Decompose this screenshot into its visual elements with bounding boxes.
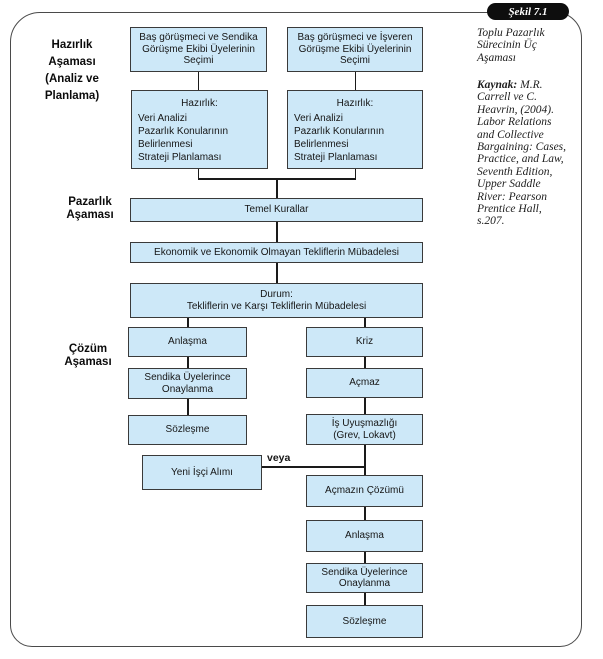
flow-node-onaylanma-2: Sendika Üyelerince Onaylanma (306, 563, 423, 593)
connector-line (354, 169, 357, 179)
flow-node-anlasma-1: Anlaşma (128, 327, 247, 357)
connector-line (262, 466, 364, 468)
node-items: Veri Analizi Pazarlık Konularının Belirl… (294, 112, 385, 163)
node-label: Sözleşme (342, 615, 387, 627)
connector-line (364, 507, 366, 520)
node-label: Sözleşme (165, 424, 210, 436)
connector-line (276, 222, 278, 242)
node-label: Sendika Üyelerince Onaylanma (321, 566, 408, 590)
node-label: Baş görüşmeci ve Sendika Görüşme Ekibi Ü… (139, 32, 258, 67)
node-heading: Hazırlık: (336, 98, 374, 109)
node-heading: Hazırlık: (181, 98, 218, 109)
node-items: Veri Analizi Pazarlık Konularının Belirl… (138, 112, 229, 163)
figure-source: Kaynak: M.R. Carrell ve C. Heavrin, (200… (477, 79, 579, 228)
flow-node-sel-union: Baş görüşmeci ve Sendika Görüşme Ekibi Ü… (130, 27, 267, 72)
node-label: İş Uyuşmazlığı (Grev, Lokavt) (331, 418, 398, 441)
flow-node-prep-employer: Hazırlık: Veri Analizi Pazarlık Konuları… (287, 90, 423, 169)
figure-badge-label: Şekil 7.1 (508, 5, 548, 18)
flow-node-prep-union: Hazırlık: Veri Analizi Pazarlık Konuları… (131, 90, 268, 169)
stage-label-cozum: Çözüm Aşaması (64, 343, 112, 368)
connector-line (276, 263, 278, 283)
stage-label-hazirlik: Hazırlık Aşaması (Analiz ve Planlama) (44, 39, 100, 102)
flow-node-sozlesme-2: Sözleşme (306, 605, 423, 638)
node-label: Durum: Tekliflerin ve Karşı Tekliflerin … (186, 289, 367, 312)
flow-node-is-uyusmazligi: İş Uyuşmazlığı (Grev, Lokavt) (306, 414, 423, 445)
node-label: Ekonomik ve Ekonomik Olmayan Tekliflerin… (154, 246, 399, 258)
connector-line (354, 72, 357, 90)
connector-line (197, 169, 200, 179)
flow-node-kriz: Kriz (306, 327, 423, 357)
node-label: Kriz (355, 336, 374, 348)
connector-line (364, 445, 366, 475)
flow-node-acmazin-cozumu: Açmazın Çözümü (306, 475, 423, 507)
flow-node-anlasma-2: Anlaşma (306, 520, 423, 552)
node-label: Baş görüşmeci ve İşveren Görüşme Ekibi Ü… (297, 32, 413, 67)
source-text: M.R. Carrell ve C. Heavrin, (2004). Labo… (477, 79, 567, 228)
node-label: Anlaşma (168, 336, 207, 348)
flow-node-sel-employer: Baş görüşmeci ve İşveren Görüşme Ekibi Ü… (287, 27, 423, 72)
flow-node-yeni-isci-alimi: Yeni İşçi Alımı (142, 455, 262, 490)
source-label: Kaynak: (477, 79, 518, 91)
figure-caption: Toplu Pazarlık Sürecinin Üç Aşaması (477, 27, 545, 64)
node-label: Açmaz (349, 377, 380, 389)
connector-line (364, 357, 366, 368)
flow-node-ekonomik: Ekonomik ve Ekonomik Olmayan Tekliflerin… (130, 242, 423, 263)
connector-line (187, 318, 189, 327)
node-label: Anlaşma (345, 530, 384, 542)
flow-node-sozlesme-1: Sözleşme (128, 415, 247, 445)
figure-border (10, 12, 582, 647)
connector-line (364, 318, 366, 327)
stage-label-pazarlik: Pazarlık Aşaması (66, 196, 114, 221)
connector-line (187, 399, 189, 415)
figure-badge: Şekil 7.1 (487, 3, 569, 20)
flow-node-temel-kurallar: Temel Kurallar (130, 198, 423, 222)
connector-line (364, 398, 366, 414)
flow-node-onaylanma-1: Sendika Üyelerince Onaylanma (128, 368, 247, 399)
flow-node-durum: Durum: Tekliflerin ve Karşı Tekliflerin … (130, 283, 423, 318)
node-label: Sendika Üyelerince Onaylanma (144, 372, 231, 395)
node-label: Yeni İşçi Alımı (171, 466, 233, 478)
connector-line (364, 593, 366, 605)
node-label: Temel Kurallar (244, 204, 309, 216)
flow-node-acmaz: Açmaz (306, 368, 423, 398)
connector-line (364, 552, 366, 563)
connector-line (276, 178, 278, 198)
connector-label-veya: veya (267, 452, 291, 464)
node-label: Açmazın Çözümü (325, 485, 404, 497)
connector-line (187, 357, 189, 368)
connector-line (197, 72, 200, 90)
